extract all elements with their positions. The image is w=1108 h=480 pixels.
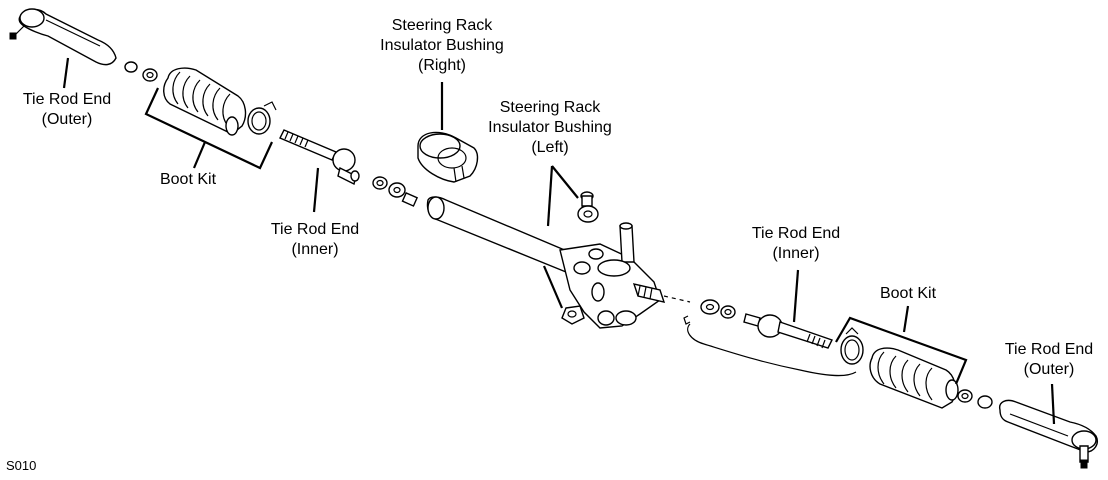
insulator-bushing-left-part [561,191,599,325]
left-boot [163,67,247,136]
right-rack-washers [700,299,736,319]
label-insulator-bushing-right: Steering Rack Insulator Bushing (Right) [380,17,504,74]
insulator-bushing-right-part [417,131,479,183]
fluid-line [683,315,857,377]
label-boot-kit-left: Boot Kit [159,171,217,188]
label-boot-kit-right: Boot Kit [879,285,937,302]
rack-housing-tube [401,191,575,273]
left-inner-tie-rod [279,129,360,186]
right-boot [869,347,959,409]
steering-gear-housing [559,222,691,329]
left-rack-washers [372,176,406,198]
label-insulator-bushing-left: Steering Rack Insulator Bushing (Left) [488,99,612,156]
label-tie-rod-end-outer-left: Tie Rod End (Outer) [22,91,112,128]
left-jam-nut [124,61,158,82]
figure-code: S010 [6,458,37,473]
right-outer-tie-rod-end [999,399,1098,469]
left-boot-clamp [247,101,277,135]
left-outer-tie-rod-end [9,8,117,66]
right-jam-nut [957,389,993,409]
label-tie-rod-end-outer-right: Tie Rod End (Outer) [1004,341,1094,378]
right-boot-clamp [840,327,864,365]
label-tie-rod-end-inner-right: Tie Rod End (Inner) [751,225,841,262]
right-inner-tie-rod [743,313,833,349]
label-tie-rod-end-inner-left: Tie Rod End (Inner) [270,221,360,258]
